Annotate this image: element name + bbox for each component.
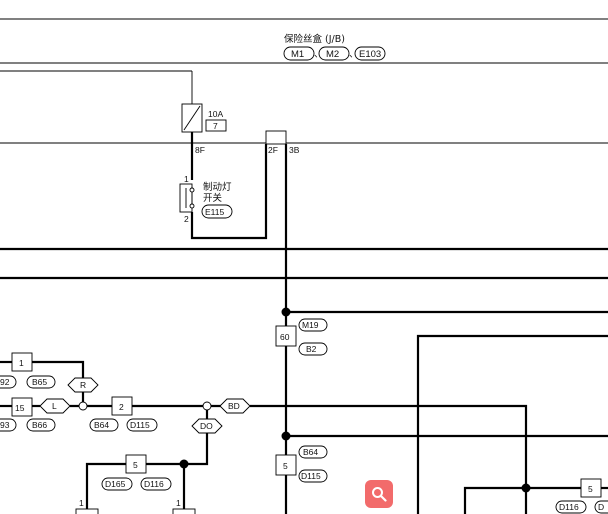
lower-right-5-d: D bbox=[598, 502, 604, 512]
left-row2-label-b: B66 bbox=[32, 420, 47, 430]
wire-right-box bbox=[416, 334, 608, 514]
connector-2-d115: D115 bbox=[130, 420, 150, 430]
splice-dot-1 bbox=[281, 307, 291, 317]
wire-tag-r-label: R bbox=[80, 380, 86, 390]
fuse-rating: 10A bbox=[208, 109, 223, 119]
wire-tag-do-label: DO bbox=[200, 421, 213, 431]
wire-do-bottom bbox=[184, 433, 209, 466]
left-row2-pin: 15 bbox=[15, 403, 25, 413]
search-button[interactable] bbox=[365, 480, 393, 508]
connector-2-pin: 2 bbox=[119, 402, 124, 412]
connector-2-b64: B64 bbox=[94, 420, 109, 430]
connector-2: 2 B64 D115 bbox=[89, 396, 158, 432]
terminal-8f: 8F bbox=[195, 145, 205, 155]
splice-5-center: 5 B64 D115 bbox=[275, 445, 328, 483]
connector-e103-label: E103 bbox=[359, 49, 381, 60]
wire-tag-r bbox=[67, 377, 99, 393]
left-row1-label-a: 92 bbox=[0, 377, 10, 387]
connector-m1-label: M1 bbox=[291, 49, 304, 60]
junction-open-2 bbox=[202, 401, 212, 411]
splice-5-center-b64: B64 bbox=[303, 447, 318, 457]
wire-tag-l-label: L bbox=[52, 401, 57, 411]
left-row1-pin: 1 bbox=[19, 358, 24, 368]
lower-left-sub-pin-1: 1 bbox=[79, 498, 84, 508]
switch-label-line1: 制动灯 bbox=[203, 181, 232, 193]
connector-m2-label: M2 bbox=[326, 49, 339, 60]
splice-5-center-d115: D115 bbox=[301, 471, 321, 481]
left-row2-label-a: 93 bbox=[0, 420, 10, 430]
connector-separator-2: 、 bbox=[349, 49, 359, 60]
junction-block-title: 保险丝盒 (J/B) bbox=[284, 33, 345, 45]
wire-tag-bd-label: BD bbox=[228, 401, 240, 411]
wire-switch-to-2f bbox=[190, 144, 268, 240]
switch-label-line2: 开关 bbox=[203, 192, 223, 204]
switch-pin-top: 1 bbox=[184, 174, 189, 184]
wire-tag-do bbox=[191, 418, 223, 434]
connector-pill-m2 bbox=[318, 46, 350, 61]
switch-pin-bottom: 2 bbox=[184, 214, 189, 224]
wire-bd-right bbox=[250, 404, 528, 514]
left-connector-row1: 1 92 B65 bbox=[0, 352, 85, 389]
lower-right-connector-5: 5 D116 D bbox=[463, 478, 608, 514]
junction-block-header: 保险丝盒 (J/B) M1 、 M2 、 E103 bbox=[0, 18, 608, 64]
junction-open-1 bbox=[78, 401, 88, 411]
splice-60: 60 M19 B2 bbox=[275, 318, 328, 356]
fuse-number: 7 bbox=[213, 121, 218, 131]
lower-left-5-d165: D165 bbox=[105, 479, 126, 489]
left-row1-label-b: B65 bbox=[32, 377, 47, 387]
lower-left-5-d116: D116 bbox=[144, 479, 164, 489]
junction-terminal-box bbox=[265, 130, 287, 145]
splice-60-m19: M19 bbox=[302, 320, 319, 330]
terminal-3b: 3B bbox=[289, 145, 300, 155]
fuse-7: 10A 7 bbox=[181, 103, 227, 133]
magnifier-icon bbox=[372, 487, 387, 502]
stop-lamp-switch: 1 2 制动灯 开关 E115 bbox=[179, 174, 233, 224]
splice-60-pin: 60 bbox=[280, 332, 290, 342]
splice-60-b2: B2 bbox=[306, 344, 317, 354]
connector-pill-m1 bbox=[283, 46, 315, 61]
switch-connector-e115: E115 bbox=[205, 207, 224, 217]
lower-left-connector-5: 5 D165 D116 1 1 bbox=[75, 454, 196, 514]
lower-right-5-pin: 5 bbox=[588, 484, 593, 494]
lower-left-sub-pin-2: 1 bbox=[176, 498, 181, 508]
lower-left-5-pin: 5 bbox=[133, 460, 138, 470]
splice-dot-2 bbox=[281, 431, 291, 441]
connector-pill-e103 bbox=[354, 46, 386, 61]
left-connector-row2: 15 93 B66 bbox=[0, 397, 56, 432]
lower-right-5-d116: D116 bbox=[559, 502, 579, 512]
terminal-2f: 2F bbox=[268, 145, 278, 155]
splice-5-center-pin: 5 bbox=[283, 461, 288, 471]
